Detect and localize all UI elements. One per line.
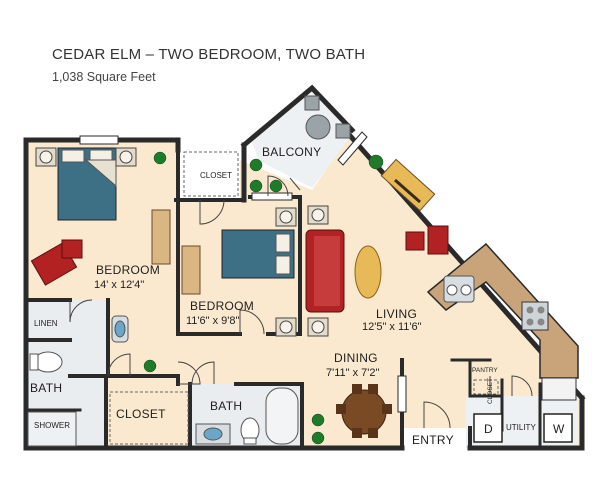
plan-title: CEDAR ELM – TWO BEDROOM, TWO BATH	[52, 46, 366, 63]
dresser-secondary	[181, 245, 201, 295]
label-bath-1: BATH	[30, 381, 62, 395]
sofa	[305, 229, 345, 313]
armchairs-living	[405, 225, 449, 255]
label-dining: DINING	[334, 351, 378, 365]
label-bedroom-1: BEDROOM	[96, 263, 160, 277]
label-washer: W	[553, 422, 565, 436]
label-living: LIVING	[376, 307, 417, 321]
nightstand-lamps	[35, 147, 329, 337]
bed-primary	[57, 147, 117, 221]
plants	[143, 151, 384, 445]
label-utility: UTILITY	[506, 423, 536, 432]
label-closet-small: CLOSET	[487, 378, 494, 404]
washer-dryer	[473, 413, 573, 443]
dims-living: 12'5" x 11'6"	[362, 321, 422, 333]
label-closet-bed2: CLOSET	[200, 171, 232, 180]
dims-bedroom-1: 14' x 12'4"	[94, 279, 144, 291]
dims-dining: 7'11" x 7'2"	[326, 367, 379, 379]
dining-table	[336, 384, 392, 438]
armchair-bedroom	[30, 239, 83, 286]
windows	[79, 131, 407, 413]
label-bedroom-2: BEDROOM	[190, 299, 254, 313]
bed-secondary	[221, 229, 295, 279]
closet-shelves	[109, 151, 499, 445]
plan-square-footage: 1,038 Square Feet	[52, 70, 156, 84]
label-linen: LINEN	[34, 319, 58, 328]
dresser-primary	[151, 209, 171, 265]
dims-bedroom-2: 11'6" x 9'8"	[186, 315, 239, 327]
doors	[69, 175, 533, 429]
label-pantry: PANTRY	[472, 367, 498, 374]
label-bath-2: BATH	[210, 399, 242, 413]
label-balcony: BALCONY	[262, 145, 321, 159]
balcony-furniture	[304, 95, 351, 140]
kitchen	[426, 242, 579, 401]
tv-console	[380, 158, 436, 212]
coffee-table	[354, 245, 382, 299]
label-dryer: D	[484, 422, 493, 436]
label-entry: ENTRY	[412, 433, 454, 447]
label-shower: SHOWER	[34, 421, 70, 430]
bath-fixtures	[27, 315, 299, 447]
label-closet-bed1: CLOSET	[116, 407, 166, 421]
